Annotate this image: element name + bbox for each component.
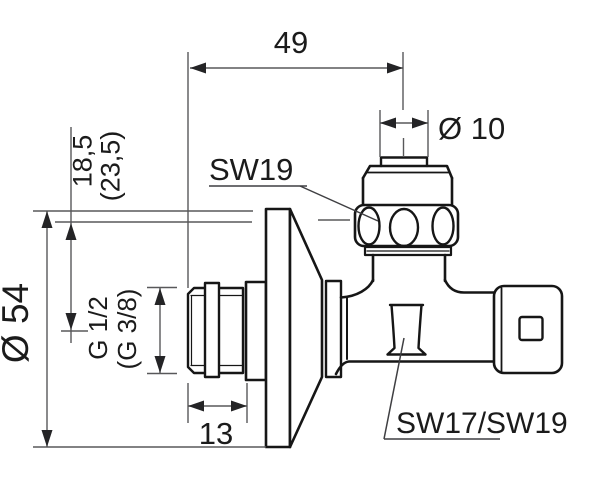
cap-sides xyxy=(361,176,454,207)
arrowhead xyxy=(154,356,166,373)
sw19-label: SW19 xyxy=(209,152,293,187)
arrowhead xyxy=(41,211,53,228)
sw17-leader xyxy=(383,337,405,440)
bonnet-sides xyxy=(371,253,447,283)
flange-cone xyxy=(288,207,324,449)
dim-diameter10-label: Ø 10 xyxy=(438,111,505,146)
arrowhead xyxy=(231,400,247,412)
drawing-labels: 49 Ø 10 SW19 18,5 (23,5) Ø 54 G 1/2 (G 3… xyxy=(0,25,568,451)
height-dim-label: 18,5 xyxy=(68,135,98,188)
thread-size-alt-label: (G 3/8) xyxy=(112,289,142,370)
top-pipe-stub xyxy=(379,156,429,168)
body-hex-flats xyxy=(386,303,427,356)
arrowhead xyxy=(65,313,77,330)
hex-flat-left xyxy=(357,206,381,246)
flange-face xyxy=(264,207,292,449)
sw19-leader xyxy=(299,185,379,222)
dimension-lines xyxy=(33,52,500,448)
arrowhead xyxy=(188,400,204,412)
handwheel-nut xyxy=(492,284,564,375)
body-left-shoulder xyxy=(339,278,375,299)
body-collar-band xyxy=(324,279,343,379)
arm-bottom-edge xyxy=(334,360,499,376)
thread-ring xyxy=(203,281,221,379)
dim-49-label: 49 xyxy=(274,25,308,60)
valve-outline xyxy=(186,156,564,449)
height-dim-alt-label: (23,5) xyxy=(96,131,126,202)
sw19-hex-nut xyxy=(353,203,460,248)
thread-size-label: G 1/2 xyxy=(83,296,113,360)
inlet-collar xyxy=(244,280,268,382)
arrowhead xyxy=(154,288,166,305)
arrowhead xyxy=(190,62,206,74)
arrowhead xyxy=(380,117,396,129)
ext-line-body-top xyxy=(55,219,350,223)
dim-diameter54-label: Ø 54 xyxy=(0,283,36,363)
arrowhead xyxy=(412,117,428,129)
handwheel-square xyxy=(518,315,544,342)
arrowhead xyxy=(41,430,53,447)
arrowhead xyxy=(65,223,77,240)
hex-flat-right xyxy=(431,206,455,246)
sw17-sw19-label: SW17/SW19 xyxy=(396,407,568,440)
dim-13-label: 13 xyxy=(199,416,233,451)
arrowhead xyxy=(387,62,403,74)
body-right-shoulder-arm-top xyxy=(443,278,499,294)
